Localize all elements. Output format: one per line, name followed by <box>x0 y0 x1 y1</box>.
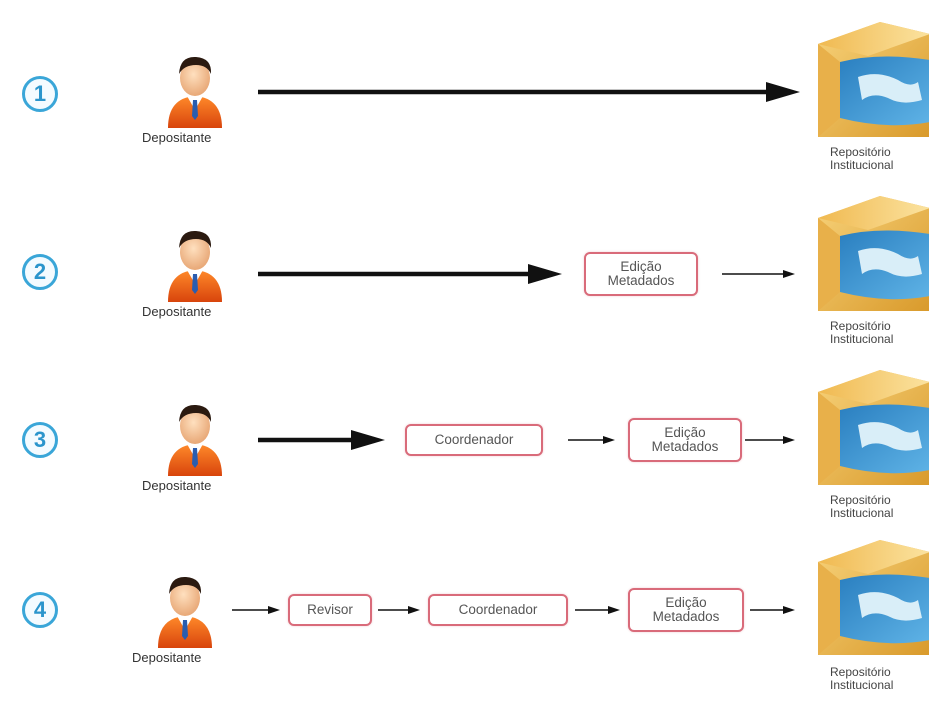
repository-label-line1: Repositório <box>830 146 891 159</box>
step-label-line1: Edição <box>664 425 706 440</box>
process-step-box: Coordenador <box>405 424 543 456</box>
repository-label-line1: Repositório <box>830 494 891 507</box>
actor-label: Depositante <box>142 130 212 145</box>
step-number-badge: 4 <box>22 592 58 628</box>
step-label: Coordenador <box>434 432 514 447</box>
step-label: Coordenador <box>458 602 538 617</box>
step-number-badge: 2 <box>22 254 58 290</box>
process-step-box: Revisor <box>288 594 372 626</box>
flow-arrow <box>745 436 795 444</box>
repository-label-line2: Institucional <box>830 678 894 692</box>
step-label-line1: Edição <box>620 259 662 274</box>
flow-arrow <box>568 436 615 444</box>
person-icon <box>160 50 230 128</box>
person-icon <box>150 570 220 648</box>
person-icon <box>160 398 230 476</box>
flow-arrow <box>750 606 795 614</box>
repository-label-line2: Institucional <box>830 158 894 172</box>
actor-label: Depositante <box>142 304 212 319</box>
flow-arrow-bold <box>258 264 562 284</box>
flow-arrow-bold <box>258 430 385 450</box>
repository-label-line1: Repositório <box>830 320 891 333</box>
step-label-line1: Edição <box>665 595 707 610</box>
repository-label-line2: Institucional <box>830 506 894 520</box>
flow-arrow <box>378 606 420 614</box>
process-step-box: Coordenador <box>428 594 568 626</box>
flow-arrow <box>232 606 280 614</box>
repository-box-icon <box>818 370 929 485</box>
step-label-line2: Metadados <box>652 609 720 624</box>
repository-box-icon <box>818 196 929 311</box>
actor-label: Depositante <box>132 650 202 665</box>
repository-label-line2: Institucional <box>830 332 894 346</box>
repository-label-line1: Repositório <box>830 666 891 679</box>
repository-box-icon <box>818 22 929 137</box>
flow-arrow <box>575 606 620 614</box>
step-number-badge: 1 <box>22 76 58 112</box>
step-label: Revisor <box>307 602 353 617</box>
repository-box-icon <box>818 540 929 655</box>
step-number-badge: 3 <box>22 422 58 458</box>
flow-arrow-bold <box>258 82 800 102</box>
step-label-line2: Metadados <box>607 273 675 288</box>
actor-label: Depositante <box>142 478 212 493</box>
flow-arrow <box>722 270 795 278</box>
person-icon <box>160 224 230 302</box>
step-label-line2: Metadados <box>651 439 719 454</box>
